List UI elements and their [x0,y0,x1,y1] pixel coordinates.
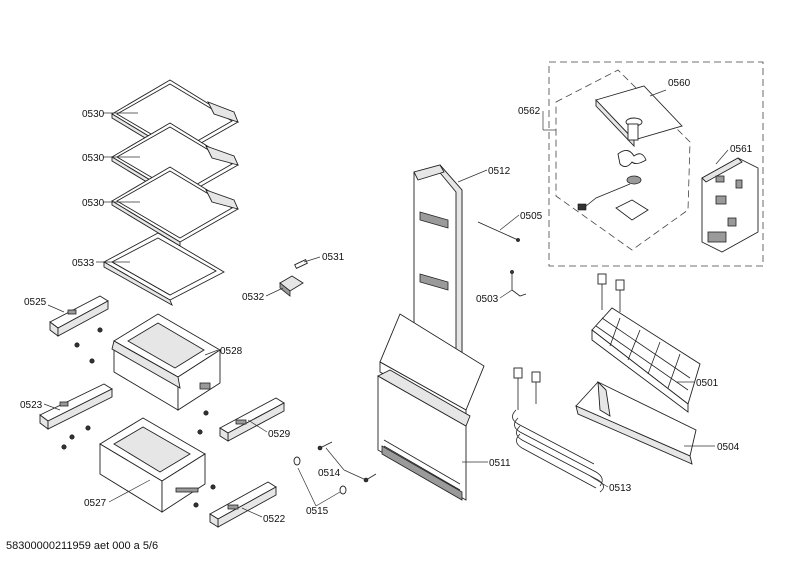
document-id-footer: 58300000211959 aet 000 a 5/6 [6,540,159,552]
label-0523: 0523 [20,400,43,411]
label-0505: 0505 [520,211,543,222]
screws-0514[interactable] [317,441,377,483]
fan-motor-0562[interactable] [577,150,649,221]
label-0511: 0511 [489,458,511,469]
label-0562: 0562 [518,106,541,117]
label-0513: 0513 [609,483,632,494]
defrost-heater-0513[interactable] [512,367,604,493]
label-0529: 0529 [268,429,291,440]
label-0530-lower: 0530 [82,198,105,209]
rail-0522[interactable] [209,481,277,528]
holder-0532[interactable] [279,275,304,297]
evaporator-fins [595,317,691,391]
glass-shelf-0533[interactable] [103,232,225,307]
label-0532: 0532 [242,292,265,303]
label-0522: 0522 [263,514,286,525]
label-0527: 0527 [84,498,107,509]
label-0561: 0561 [730,144,753,155]
glass-shelf-lower[interactable] [111,166,239,247]
clip-0531[interactable] [294,259,308,269]
label-0530-top: 0530 [82,109,105,120]
screws-lower-left [61,410,216,508]
fan-module-group [548,61,764,267]
leader-lines [43,89,729,518]
label-0512: 0512 [488,166,511,177]
rail-0529[interactable] [219,397,285,442]
label-0504: 0504 [717,442,740,453]
label-0501: 0501 [696,378,719,389]
label-0531: 0531 [322,252,345,263]
label-0514: 0514 [318,468,341,479]
label-0515: 0515 [306,506,329,517]
label-0525: 0525 [24,297,47,308]
sensor-0503[interactable] [510,270,527,297]
drawer-0528[interactable] [111,313,221,411]
label-0503: 0503 [476,294,499,305]
vent-slots [383,439,461,491]
label-0533: 0533 [72,258,95,269]
evaporator-cover-0511[interactable] [377,313,485,501]
evaporator-0501[interactable] [591,273,701,413]
label-0528: 0528 [220,346,243,357]
part-labels: 0530 0530 0530 0533 0531 0532 0525 0528 … [20,78,753,525]
label-0560: 0560 [668,78,691,89]
rail-0525[interactable] [49,295,109,337]
fan-housing-0560[interactable] [595,85,683,148]
control-board-0561[interactable] [701,157,759,253]
feet-0515[interactable] [293,456,347,495]
rod-0505[interactable] [477,221,520,242]
screws-upper-left [74,327,103,364]
glass-shelf-top[interactable] [111,79,239,160]
rail-0523[interactable] [39,383,113,430]
drip-tray-0504[interactable] [575,380,697,465]
drawer-0527[interactable] [99,417,206,513]
label-0530-middle: 0530 [82,153,105,164]
